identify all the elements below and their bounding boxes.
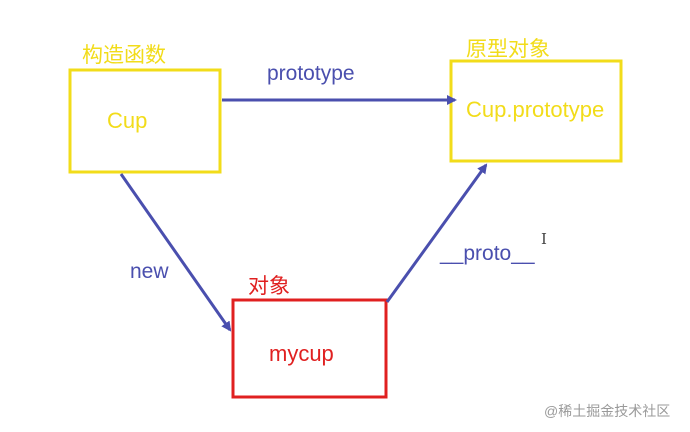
instance-label: mycup bbox=[269, 341, 334, 366]
constructor-caption: 构造函数 bbox=[82, 44, 166, 67]
constructor-label: Cup bbox=[107, 108, 148, 133]
prototype-label: Cup.prototype bbox=[466, 97, 605, 122]
constructor-box bbox=[68, 68, 222, 174]
prototype-edge-label: prototype bbox=[267, 62, 355, 85]
new-arrow bbox=[119, 173, 232, 332]
watermark: @稀土掘金技术社区 bbox=[544, 403, 671, 419]
instance-caption: 对象 bbox=[248, 275, 290, 298]
new-edge-label: new bbox=[130, 260, 169, 283]
prototype-box bbox=[449, 59, 623, 163]
instance-box bbox=[231, 298, 388, 399]
proto-arrow bbox=[385, 163, 488, 303]
text-cursor-icon: I bbox=[541, 230, 547, 248]
proto-edge-label: __proto__ bbox=[440, 242, 535, 265]
prototype-caption: 原型对象 bbox=[466, 38, 550, 61]
